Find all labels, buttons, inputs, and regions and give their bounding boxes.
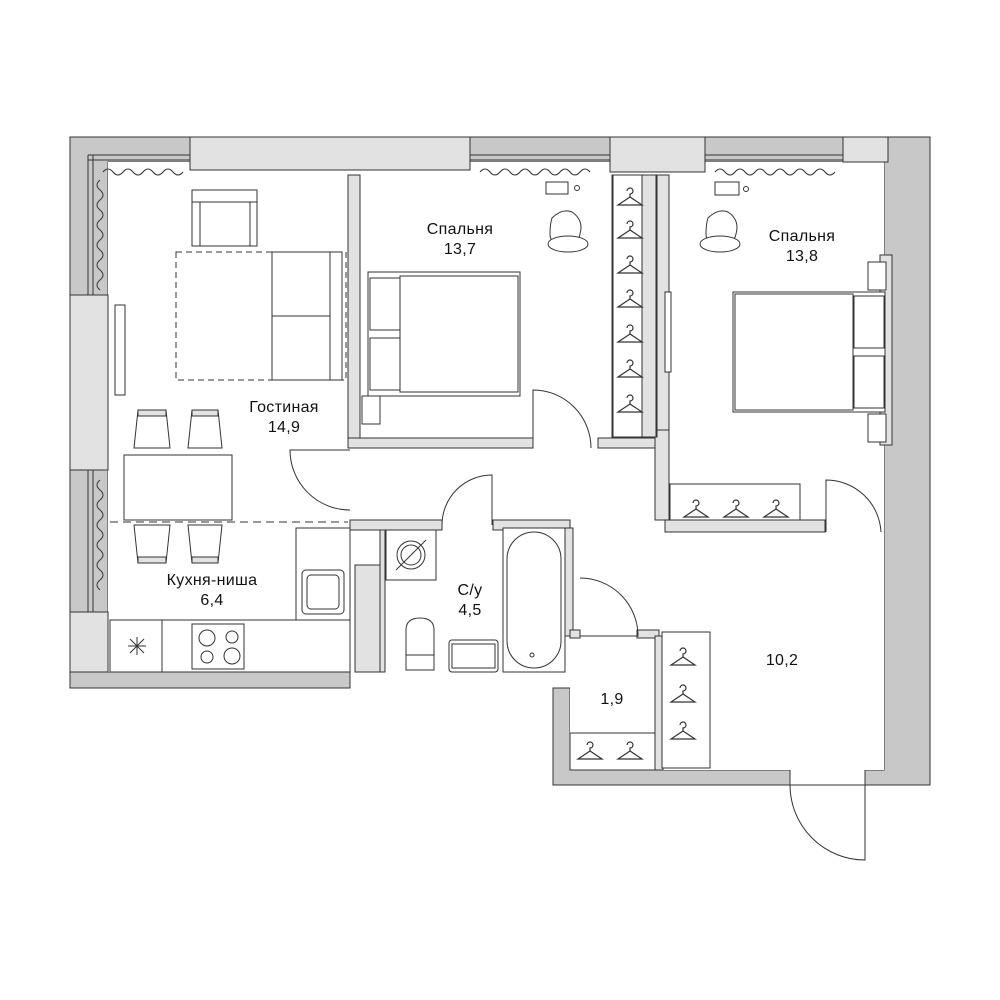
room-area: 6,4 (200, 592, 224, 609)
room-label-bathroom: С/у 4,5 (458, 581, 483, 621)
room-area: 13,8 (785, 248, 819, 265)
room-label-bedroom2: Спальня 13,8 (769, 227, 835, 267)
room-label-kitchen: Кухня-ниша 6,4 (167, 571, 258, 611)
stove-icon (191, 623, 245, 670)
boiler-icon (385, 529, 437, 581)
bedroom1-furniture (361, 181, 589, 425)
chair-icon (133, 409, 223, 564)
room-label-living: Гостиная 14,9 (249, 398, 319, 438)
room-area: 1,9 (600, 691, 624, 708)
tv-unit (114, 304, 126, 396)
room-area: 13,7 (443, 241, 477, 258)
room-label-bedroom1: Спальня 13,7 (427, 220, 493, 260)
living-furniture (110, 189, 348, 564)
wardrobe-storage (569, 732, 656, 771)
bed-icon (361, 271, 521, 425)
room-name: Спальня (426, 221, 494, 238)
kitchen-furniture (109, 527, 351, 673)
bathroom-fixtures (385, 527, 566, 673)
toilet-icon (405, 617, 435, 671)
room-name: Кухня-ниша (166, 572, 258, 589)
wardrobe-hallway (661, 631, 711, 769)
room-name: Спальня (768, 228, 836, 245)
armchair-icon (191, 189, 258, 247)
desk-icon (714, 181, 740, 196)
bed-icon (732, 261, 887, 443)
curtain-icon (96, 168, 836, 591)
room-area: 14,9 (267, 419, 301, 436)
desk-chair-icon (547, 210, 589, 253)
windows (87, 154, 843, 612)
room-area: 4,5 (458, 602, 482, 619)
rug (175, 251, 347, 381)
wall-blocks (69, 136, 889, 673)
room-name: С/у (457, 582, 483, 599)
sink-icon (448, 639, 499, 673)
desk-icon (545, 181, 569, 195)
room-name: Гостиная (249, 399, 319, 416)
wardrobe-column (612, 174, 657, 438)
door-swing-icon (289, 389, 882, 861)
bedroom2-furniture (664, 181, 887, 443)
sofa-icon (271, 251, 343, 381)
wardrobe-bedroom2 (669, 483, 801, 521)
desk-chair-icon (699, 210, 741, 253)
room-label-storage: 1,9 (600, 690, 623, 710)
room-label-hallway: 10,2 (766, 651, 798, 671)
bathtub-icon (502, 527, 566, 673)
ventilation-icon (128, 637, 146, 655)
room-area: 10,2 (765, 652, 799, 669)
sink-icon (301, 569, 345, 615)
table-icon (123, 454, 233, 521)
